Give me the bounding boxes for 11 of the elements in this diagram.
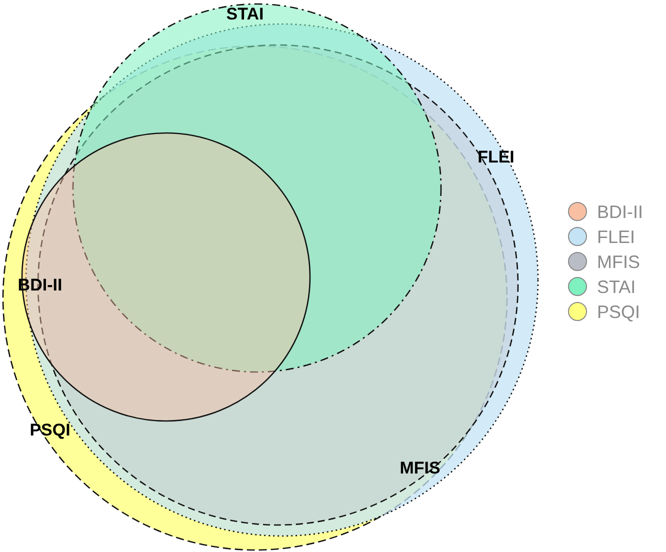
legend-label: FLEI [597,228,636,246]
legend-label: PSQI [597,302,640,320]
set-circle [20,131,312,423]
set-label: STAI [226,6,264,22]
set-circle [71,2,443,374]
set-label: FLEI [478,148,514,166]
legend-label: BDI-II [597,202,644,220]
set-label: PSQI [30,422,70,438]
legend-label: MFIS [597,252,640,270]
legend-label: STAI [597,278,636,296]
set-label: MFIS [400,460,440,476]
